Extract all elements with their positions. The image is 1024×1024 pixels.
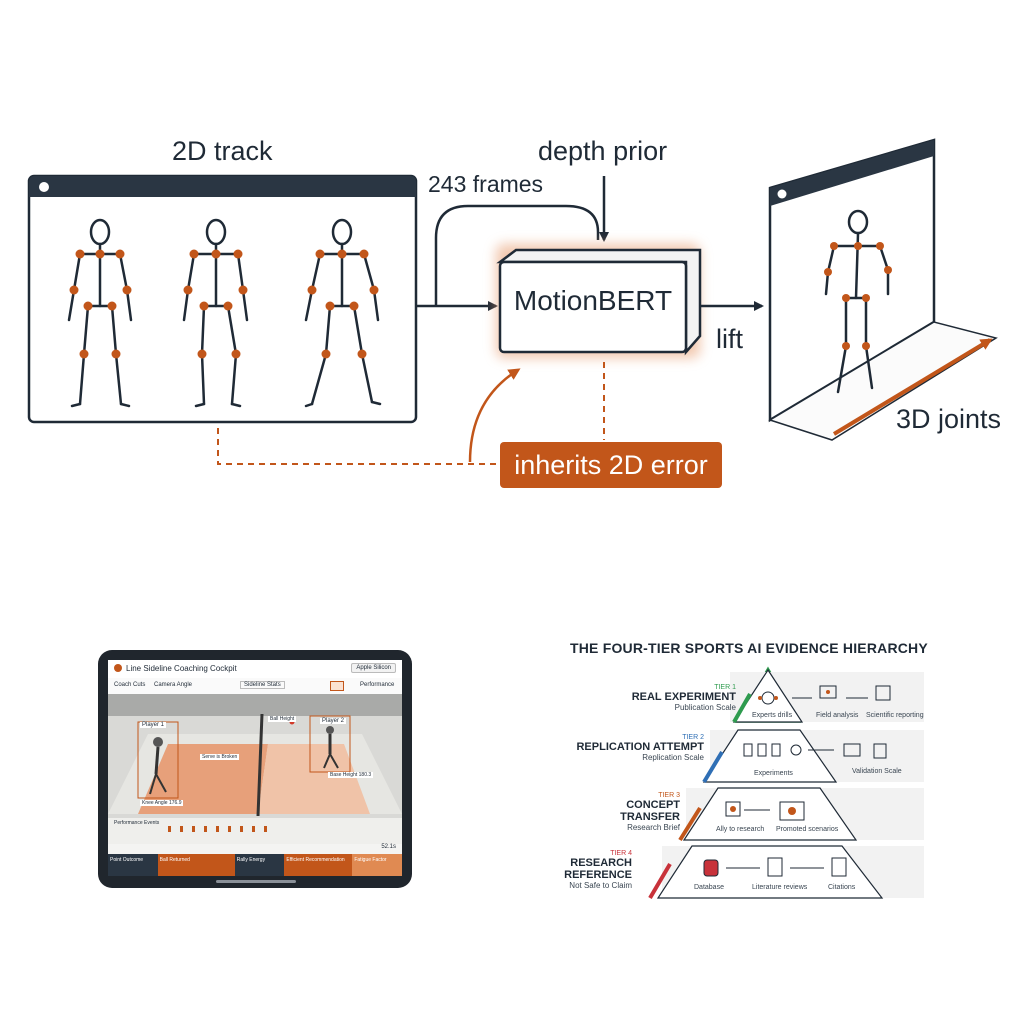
- depth-axis-arrow: [832, 338, 993, 436]
- tab-coach-cuts[interactable]: Coach Cuts: [114, 682, 146, 688]
- stat-b: Base Height 180.3: [328, 772, 374, 778]
- shot-label: Ball Height: [268, 716, 297, 722]
- target-icon: [725, 801, 741, 817]
- footer-card-4[interactable]: Efficient Recommendation: [284, 854, 353, 876]
- error-feedback-arrow: [468, 368, 521, 463]
- footer-card-5[interactable]: Fatigue Factor: [352, 854, 402, 876]
- tab-sideline-stats[interactable]: Sideline Stats: [240, 681, 285, 689]
- player1-label: Player 1: [140, 722, 167, 728]
- window-dot-icon: [39, 182, 49, 192]
- tier2-caption-2: Validation Scale: [852, 768, 902, 775]
- model-label: MotionBERT: [513, 285, 673, 316]
- tier4-num: TIER 4: [610, 850, 632, 857]
- tier1-caption-1: Experts drills: [752, 712, 793, 719]
- tab-camera-angle[interactable]: Camera Angle: [154, 682, 193, 688]
- tablet-tabbar: Coach Cuts Camera Angle Sideline Stats P…: [108, 678, 402, 695]
- input-label: 2D track: [172, 136, 273, 166]
- tier4-labels: TIER 4 RESEARCH REFERENCE Not Safe to Cl…: [540, 850, 632, 890]
- literature-icon: [767, 857, 783, 877]
- tier3-num: TIER 3: [658, 792, 680, 799]
- tier1-labels: TIER 1 REAL EXPERIMENT Publication Scale: [600, 684, 736, 712]
- tier3-name: CONCEPT TRANSFER: [620, 799, 680, 823]
- scenario-icon: [779, 801, 805, 821]
- tier2-caption-1: Experiments: [754, 770, 793, 777]
- panel-label: Performance: [360, 682, 395, 688]
- hierarchy-title: THE FOUR-TIER SPORTS AI EVIDENCE HIERARC…: [570, 640, 928, 656]
- tier2-num: TIER 2: [682, 734, 704, 741]
- tablet-footer: Point Outcome Ball Returned Rally Energy…: [108, 854, 402, 876]
- tier4-caption-3: Citations: [828, 884, 856, 891]
- model-block: [496, 244, 702, 358]
- app-logo-icon: [114, 664, 122, 672]
- validation-icon: [843, 743, 861, 757]
- toggle-icon[interactable]: [330, 681, 344, 691]
- tablet-screen: Line Sideline Coaching Cockpit Apple Sil…: [108, 660, 402, 876]
- tier4-caption-1: Database: [694, 884, 724, 891]
- tier1-sub: Publication Scale: [674, 703, 736, 712]
- tier3-caption-2: Promoted scenarios: [776, 826, 839, 833]
- database-icon: [703, 859, 719, 877]
- tablet-badge: Apple Silicon: [351, 663, 396, 673]
- output-window: [768, 138, 998, 441]
- tablet-device: Line Sideline Coaching Cockpit Apple Sil…: [98, 650, 412, 888]
- court-view: [108, 694, 402, 844]
- prior-label: depth prior: [538, 136, 668, 166]
- footer-card-2[interactable]: Ball Returned: [157, 854, 235, 876]
- joint-markers: [69, 249, 379, 359]
- tier4-name: RESEARCH REFERENCE: [564, 857, 632, 881]
- home-indicator: [216, 880, 296, 883]
- frames-label: 243 frames: [428, 171, 544, 197]
- report-icon: [875, 685, 891, 701]
- tablet-title: Line Sideline Coaching Cockpit: [126, 664, 237, 673]
- tier1-num: TIER 1: [714, 684, 736, 691]
- footer-card-3[interactable]: Rally Energy: [234, 854, 285, 876]
- timeline-label: Performance Events: [114, 820, 160, 826]
- tier3-sub: Research Brief: [627, 823, 680, 832]
- 3d-joint-markers: [824, 242, 892, 350]
- tier1-caption-2: Field analysis: [816, 712, 859, 719]
- tier2-labels: TIER 2 REPLICATION ATTEMPT Replication S…: [560, 734, 704, 762]
- tier2-sub: Replication Scale: [642, 753, 704, 762]
- footer-card-1[interactable]: Point Outcome: [108, 854, 158, 876]
- tier3-labels: TIER 3 CONCEPT TRANSFER Research Brief: [570, 792, 680, 832]
- error-dashed-link: [217, 428, 498, 465]
- tablet-titlebar: Line Sideline Coaching Cockpit Apple Sil…: [108, 660, 402, 679]
- tier4-sub: Not Safe to Claim: [569, 881, 632, 890]
- input-window: [27, 174, 418, 424]
- frames-arrow: [434, 204, 600, 306]
- tier1-name: REAL EXPERIMENT: [631, 691, 736, 703]
- hierarchy-pyramid: [648, 666, 924, 900]
- stat-c: Knee Angle 176.9: [140, 800, 184, 806]
- lift-label: lift: [716, 324, 743, 354]
- player2-label: Player 2: [320, 718, 347, 724]
- citation-icon: [831, 857, 847, 877]
- tier1-caption-3: Scientific reporting: [866, 712, 924, 719]
- tier2-name: REPLICATION ATTEMPT: [576, 741, 704, 753]
- tier3-caption-1: Ally to research: [716, 826, 765, 833]
- monitor-icon: [819, 685, 837, 699]
- tier4-caption-2: Literature reviews: [752, 884, 808, 891]
- score-readout: 52.1s: [381, 844, 396, 850]
- doc-icon: [743, 743, 753, 757]
- error-badge: inherits 2D error: [500, 442, 722, 488]
- output-label: 3D joints: [896, 404, 1002, 434]
- stat-a: Serve is Broken: [200, 754, 240, 760]
